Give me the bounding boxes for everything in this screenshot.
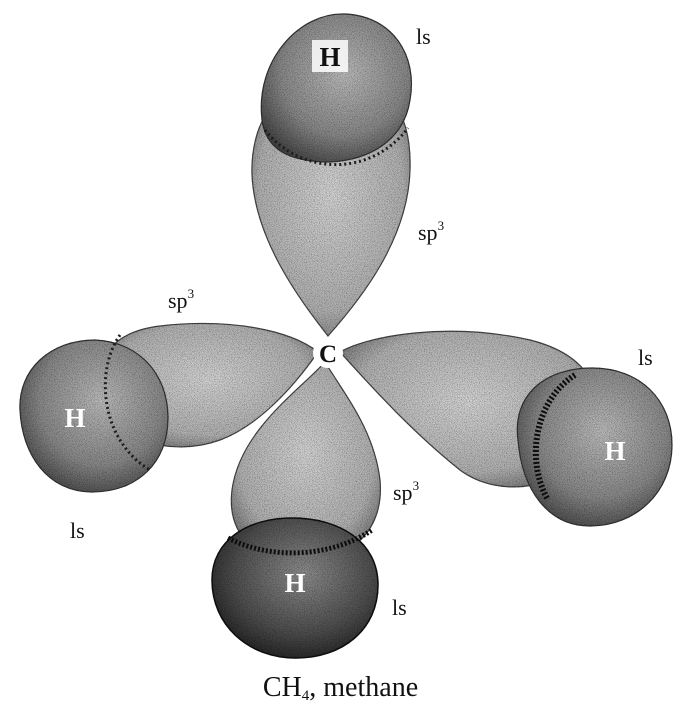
hydrogen-label-bottom: H bbox=[284, 568, 305, 598]
s-label-right: ls bbox=[638, 345, 653, 370]
carbon-label: C bbox=[319, 341, 337, 368]
right-orbital bbox=[340, 331, 672, 526]
sp3-label-top: sp3 bbox=[418, 218, 444, 245]
s-label-bottom: ls bbox=[392, 595, 407, 620]
hydrogen-label-left: H bbox=[64, 403, 85, 433]
sp3-label-bottom: sp3 bbox=[393, 478, 419, 505]
caption-suffix: , methane bbox=[309, 672, 418, 703]
sp3-label-left: sp3 bbox=[168, 286, 194, 313]
top-1s-sphere bbox=[261, 14, 411, 162]
s-label-top: ls bbox=[416, 24, 431, 49]
figure-caption: CH4, methane bbox=[0, 672, 681, 705]
hydrogen-label-right: H bbox=[604, 436, 625, 466]
hydrogen-label-top: H bbox=[319, 42, 340, 72]
right-1s-sphere bbox=[517, 368, 672, 526]
s-label-left: ls bbox=[70, 518, 85, 543]
left-1s-sphere bbox=[20, 340, 168, 492]
caption-formula-base: CH bbox=[263, 672, 302, 703]
